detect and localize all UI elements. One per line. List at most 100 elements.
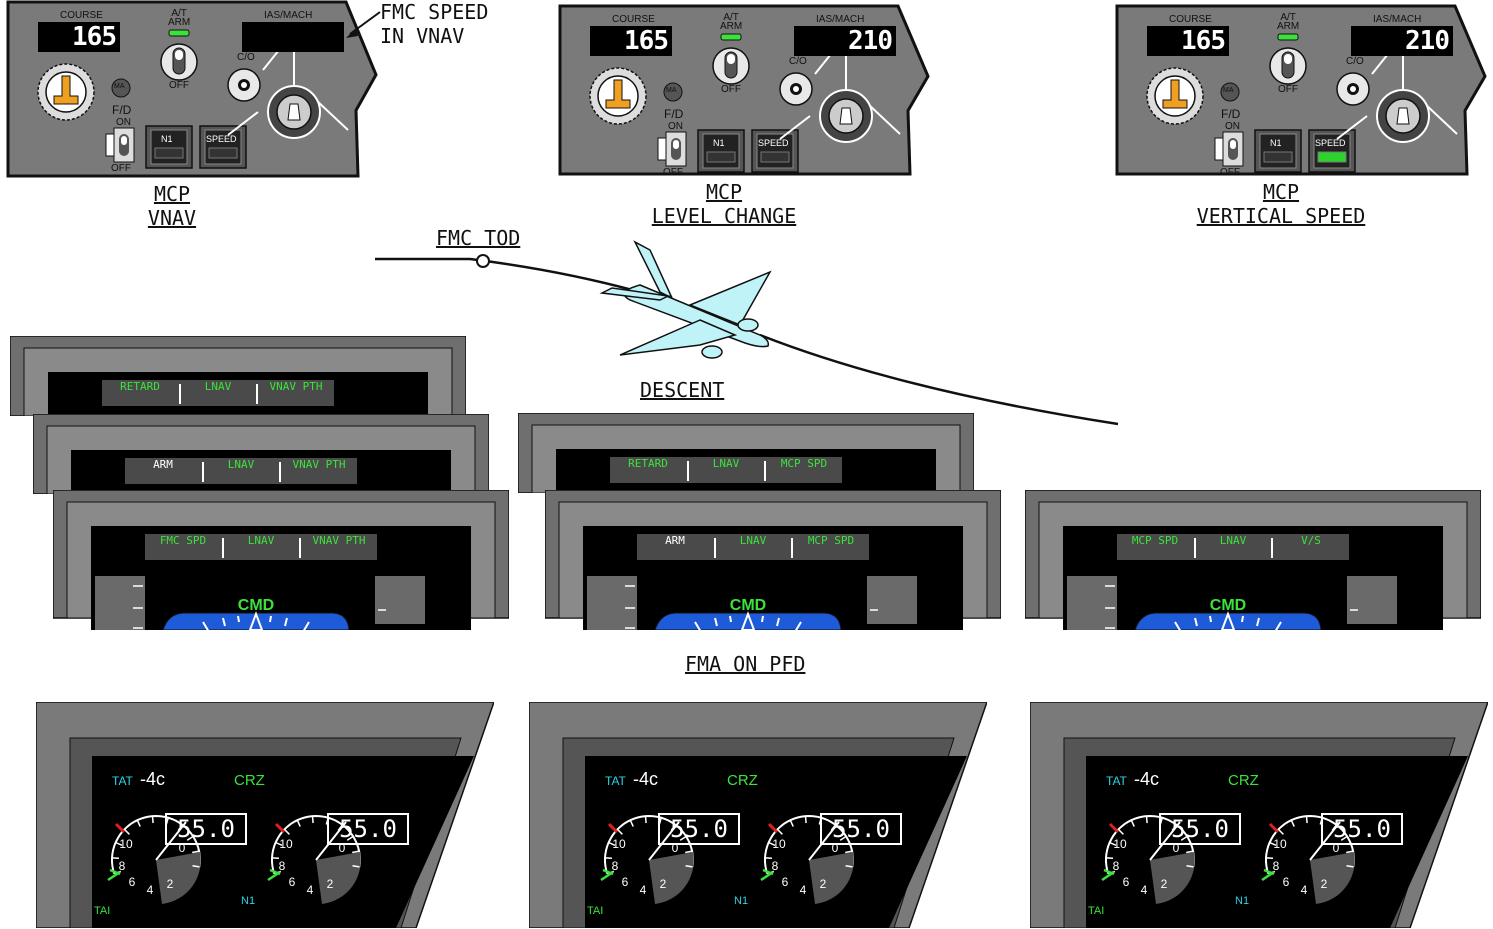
at-arm-switch[interactable] (712, 33, 750, 85)
ma-label: MA (1223, 87, 1234, 94)
speed-knob[interactable] (227, 44, 349, 139)
at-arm-label: A/T ARM (720, 12, 743, 32)
tod-marker (476, 254, 490, 268)
fd-off-label: OFF (663, 167, 683, 178)
n1-button[interactable] (697, 129, 745, 173)
gauge-tick-label: 0 (672, 841, 679, 855)
gauge-tick-label: 6 (622, 875, 629, 889)
gauge-tick-label: 0 (1173, 841, 1180, 855)
fd-on-label: ON (1225, 121, 1240, 132)
mcp-caption-title: MCP (705, 180, 743, 204)
speed-knob[interactable] (1336, 48, 1458, 143)
co-button[interactable] (1336, 72, 1370, 106)
speed-button[interactable] (1308, 129, 1356, 173)
n1-left-value: 55.0 (1171, 815, 1229, 843)
at-arm-label: A/T ARM (1277, 12, 1300, 32)
speed-knob[interactable] (779, 48, 901, 143)
fma-mode-3: MCP SPD (808, 534, 854, 547)
n1-button[interactable] (145, 125, 193, 169)
thrust-mode: CRZ (727, 772, 758, 789)
fd-off-label: OFF (1220, 167, 1240, 178)
gauge-tick-label: 4 (800, 883, 807, 897)
gauge-tick-label: 10 (1273, 837, 1287, 851)
gauge-tick-label: 6 (289, 875, 296, 889)
fmc-speed-annotation: FMC SPEED IN VNAV (380, 0, 488, 48)
co-button[interactable] (779, 72, 813, 106)
gauge-tick-label: 8 (279, 859, 286, 873)
descent-path (375, 240, 1119, 426)
fd-on-label: ON (668, 121, 683, 132)
fma-mode-2: LNAV (1220, 534, 1247, 547)
gauge-tick-label: 6 (782, 875, 789, 889)
tat-value: -4c (1134, 769, 1159, 789)
speed-label: SPEED (1315, 138, 1346, 148)
course-label: COURSE (1169, 14, 1212, 25)
mcp-caption-subtitle: VERTICAL SPEED (1196, 204, 1366, 228)
n1-label: N1 (161, 134, 173, 144)
n1-left-value: 55.0 (177, 815, 235, 843)
mcp-caption-subtitle: LEVEL CHANGE (651, 204, 797, 228)
course-knob[interactable] (589, 67, 647, 125)
n1-label: N1 (241, 895, 255, 907)
fd-switch[interactable] (657, 131, 687, 167)
n1-right-value: 55.0 (339, 815, 397, 843)
gauge-tick-label: 10 (772, 837, 786, 851)
course-knob[interactable] (1146, 67, 1204, 125)
fma-mode-1: ARM (153, 458, 173, 471)
course-knob[interactable] (37, 63, 95, 121)
tai-label: TAI (587, 905, 603, 917)
ias-mach-display: 210 (1351, 26, 1453, 56)
fd-label: F/D (1221, 107, 1241, 121)
speed-button[interactable] (199, 125, 247, 169)
gauge-tick-label: 8 (119, 859, 126, 873)
n1-button[interactable] (1254, 129, 1302, 173)
gauge-tick-label: 8 (1113, 859, 1120, 873)
fma-mode-2: LNAV (228, 458, 255, 471)
fd-label: F/D (664, 107, 684, 121)
gauge-tick-label: 2 (167, 877, 174, 891)
speed-label: SPEED (758, 138, 789, 148)
thrust-mode: CRZ (234, 772, 265, 789)
fma-strip (610, 457, 842, 483)
co-button[interactable] (227, 68, 261, 102)
fma-mode-3: VNAV PTH (270, 380, 323, 393)
gauge-tick-label: 10 (279, 837, 293, 851)
gauge-tick-label: 4 (1301, 883, 1308, 897)
aircraft-icon (599, 240, 772, 359)
n1-label: N1 (1270, 138, 1282, 148)
at-arm-switch[interactable] (160, 29, 198, 81)
tat-label: TAT (1106, 774, 1128, 788)
fd-label: F/D (112, 103, 132, 117)
fmc-speed-arrow (346, 11, 381, 38)
fma-on-pfd-label: FMA ON PFD (685, 652, 806, 676)
fd-on-label: ON (116, 117, 131, 128)
gauge-tick-label: 2 (1321, 877, 1328, 891)
gauge-tick-label: 0 (832, 841, 839, 855)
at-arm-off-label: OFF (169, 80, 189, 91)
fma-strip (125, 458, 357, 484)
cmd-annunciator: CMD (238, 597, 274, 614)
ias-mach-label: IAS/MACH (264, 10, 313, 21)
gauge-tick-label: 8 (1273, 859, 1280, 873)
gauge-tick-label: 8 (772, 859, 779, 873)
cmd-annunciator: CMD (730, 597, 766, 614)
speed-button[interactable] (751, 129, 799, 173)
mcp-caption-title: MCP (1262, 180, 1300, 204)
n1-label: N1 (1235, 895, 1249, 907)
course-label: COURSE (60, 10, 103, 21)
fd-switch[interactable] (105, 127, 135, 163)
at-arm-switch[interactable] (1269, 33, 1307, 85)
gauge-tick-label: 0 (179, 841, 186, 855)
ias-mach-display (242, 22, 344, 52)
fd-switch[interactable] (1214, 131, 1244, 167)
gauge-tick-label: 4 (147, 883, 154, 897)
fma-mode-3: VNAV PTH (293, 458, 346, 471)
